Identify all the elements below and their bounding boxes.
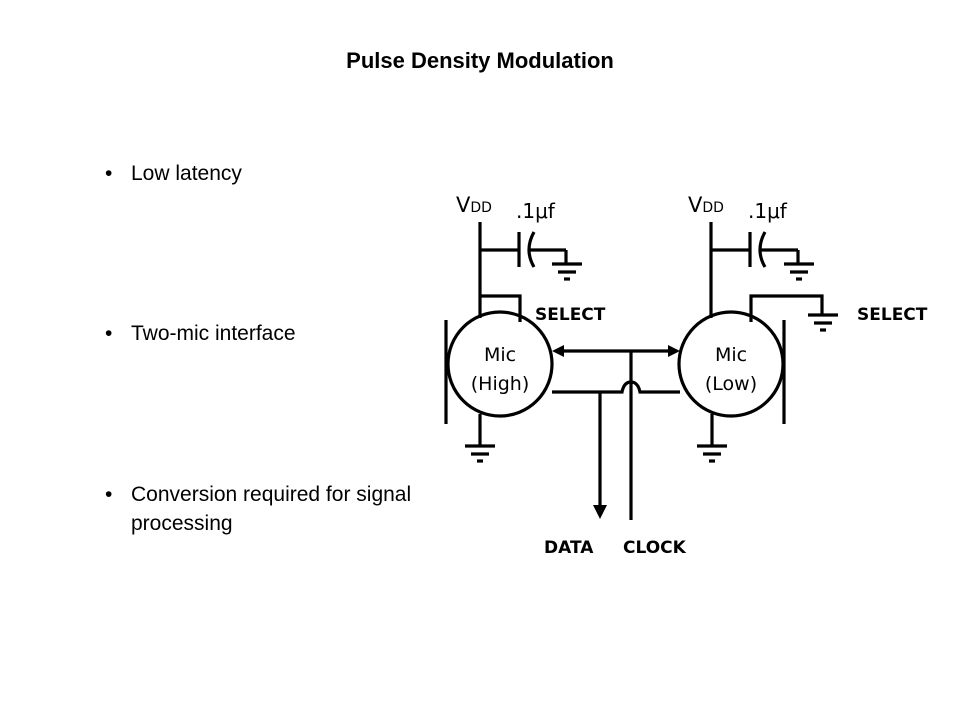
data-arrow-down-icon [593,505,607,519]
data-label: DATA [544,538,594,558]
left-mic-label-line1: Mic [484,344,516,366]
bullet-text: Low latency [131,162,242,185]
right-cap-ground-icon [784,262,814,281]
left-select-label: SELECT [535,305,606,325]
right-mic-ground-icon [697,444,727,463]
left-mic-label-line2: (High) [471,373,530,395]
right-mic-group [677,222,838,463]
bullet-text: Two-mic interface [131,322,296,345]
bullet-item: • Conversion required for signal process… [105,480,441,538]
right-capacitor-label: .1μf [748,199,788,223]
bullet-text: Conversion required for signal processin… [131,483,412,535]
bullet-item: • Two-mic interface [105,319,441,348]
right-vdd-label: VDD [688,193,724,217]
clock-label: CLOCK [623,538,687,558]
slide-title: Pulse Density Modulation [346,48,614,73]
left-select-wire [480,294,522,322]
bullet-dot-icon: • [105,483,113,506]
left-mic-group [444,222,582,463]
clock-arrow-right-icon [668,345,680,357]
left-mic-ground-icon [465,444,495,463]
left-mic-icon [446,310,554,418]
bullet-dot-icon: • [105,162,113,185]
data-bus-wire [552,380,680,394]
left-cap-ground-icon [552,262,582,281]
right-select-wire [749,294,824,322]
right-select-ground-icon [808,313,838,332]
left-vdd-label: VDD [456,193,492,217]
right-mic-label-line2: (Low) [705,373,757,395]
right-select-label: SELECT [857,305,928,325]
left-capacitor-label: .1μf [516,199,556,223]
bullet-item: • Low latency [105,159,441,188]
clock-arrow-left-icon [552,345,564,357]
bullet-dot-icon: • [105,322,113,345]
right-mic-label-line1: Mic [715,344,747,366]
